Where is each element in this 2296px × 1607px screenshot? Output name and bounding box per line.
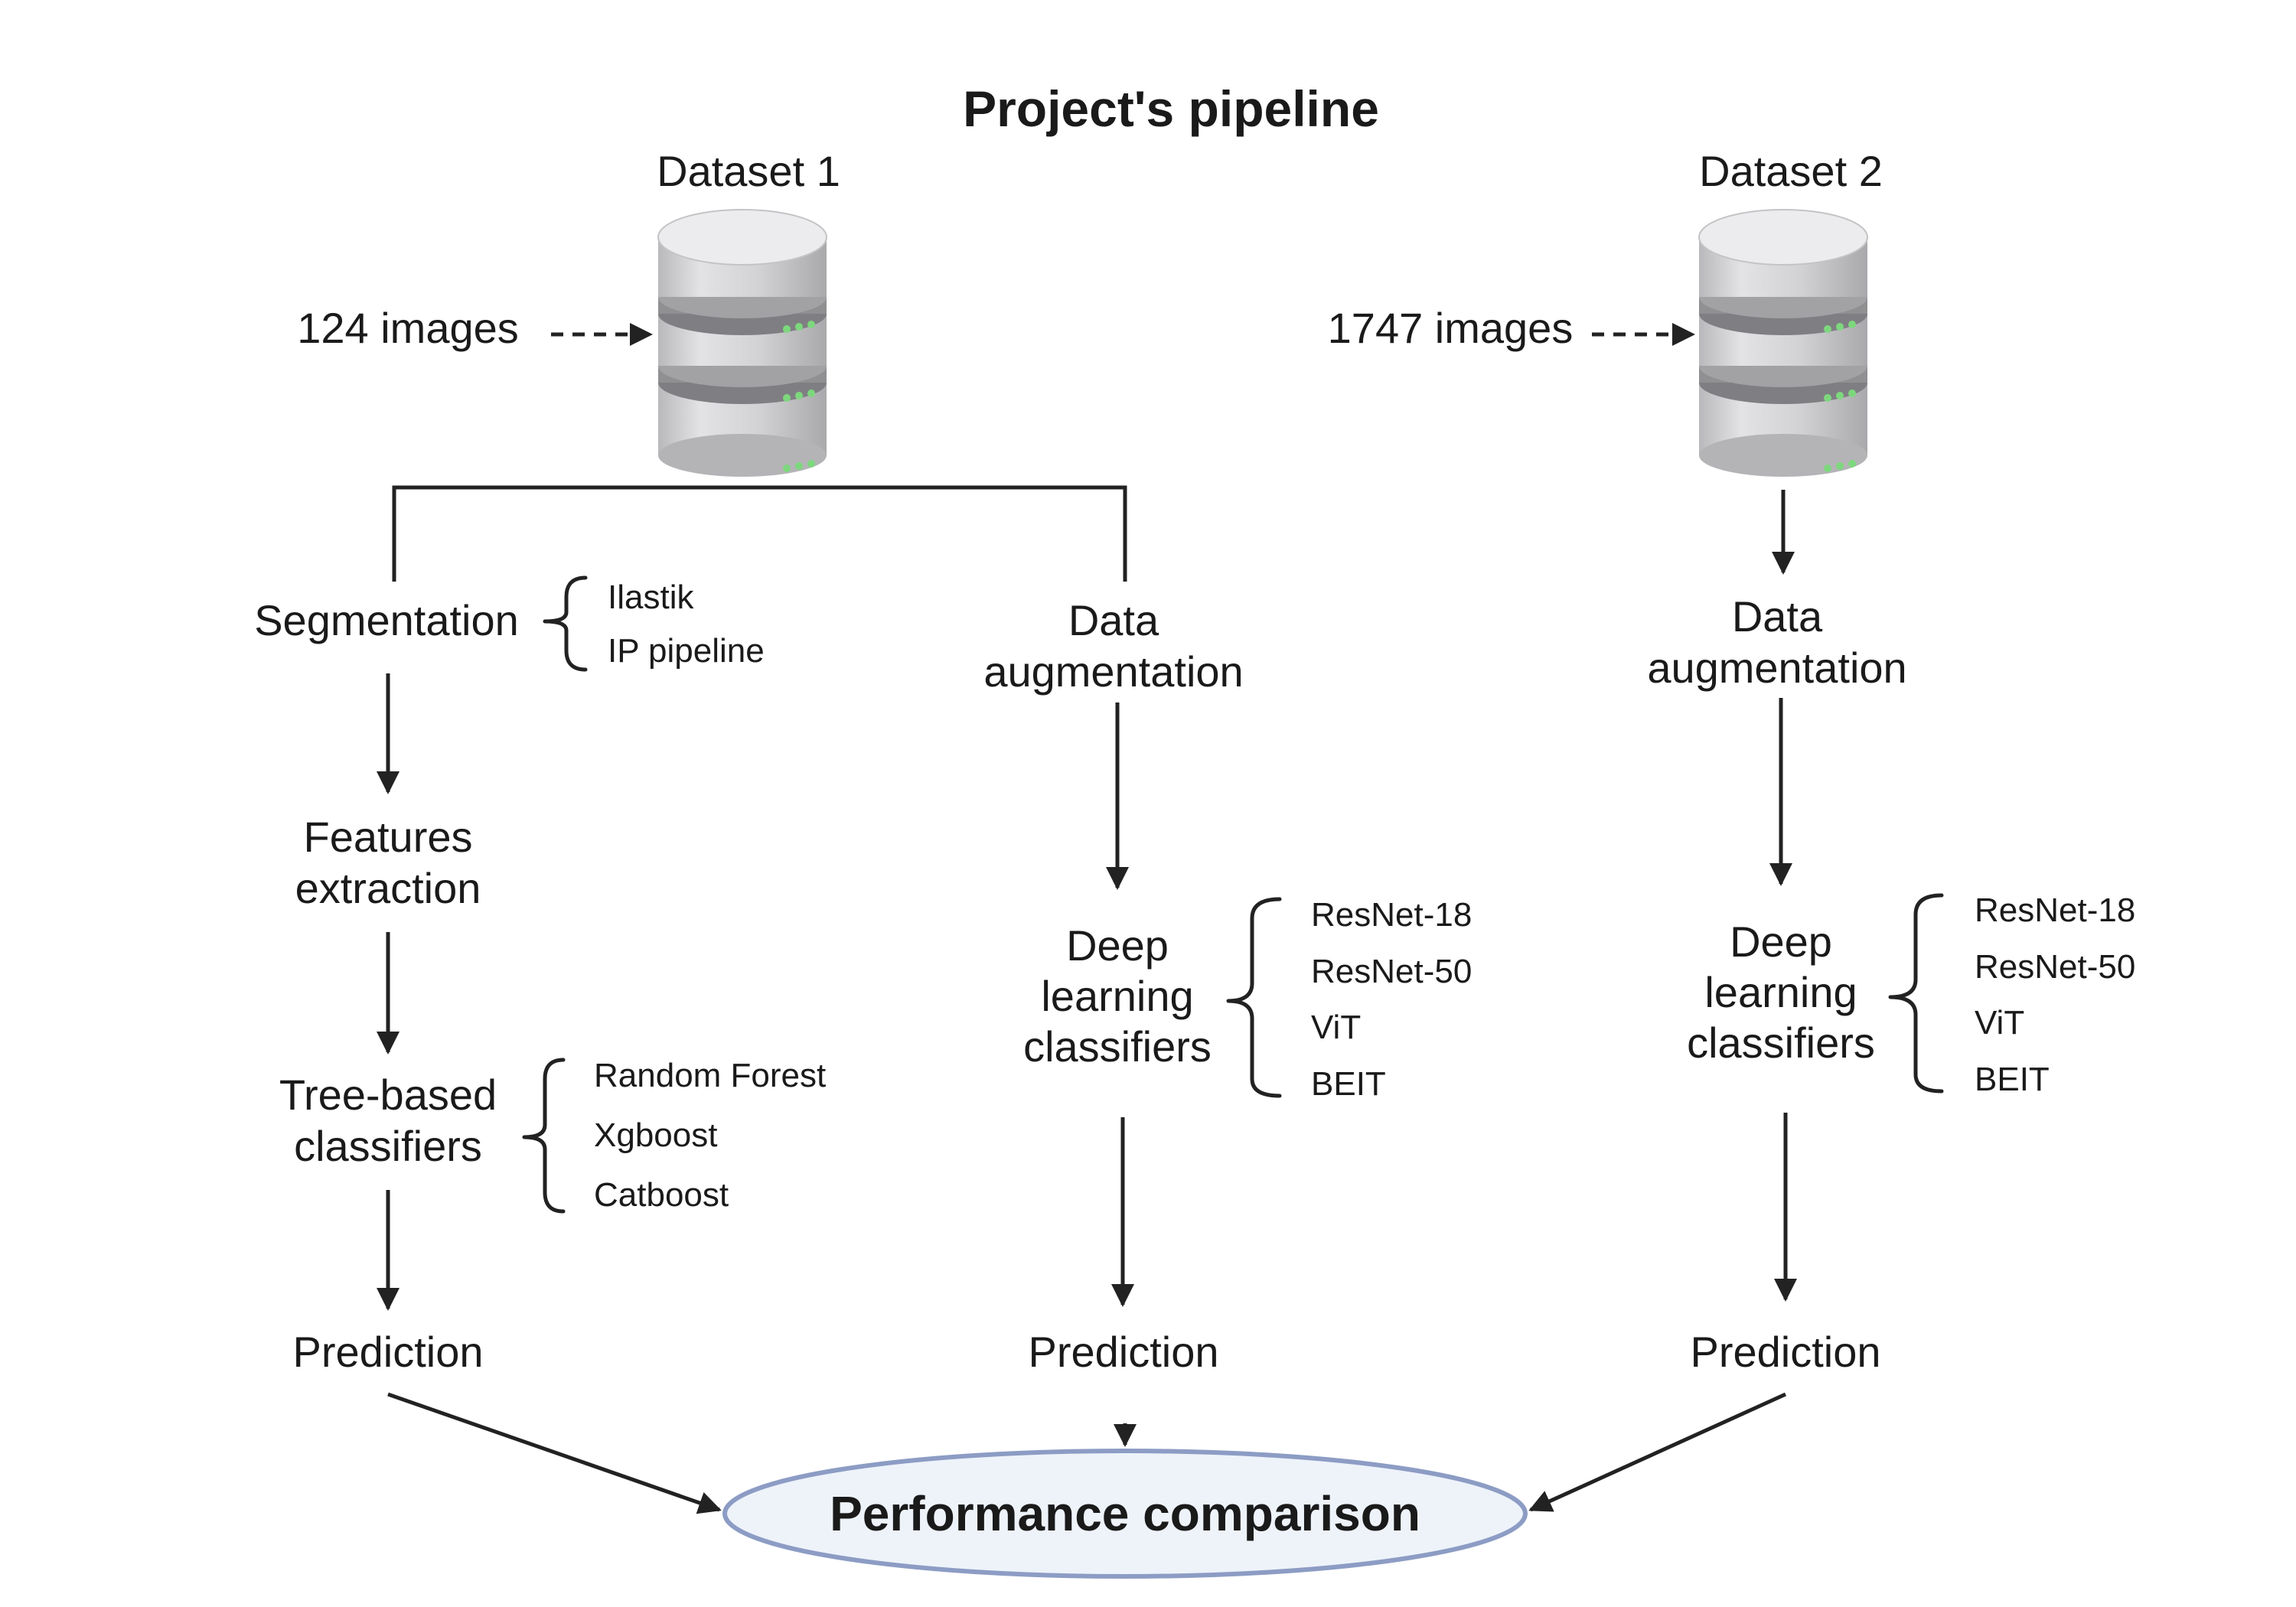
tree-model-item: Catboost (594, 1176, 729, 1214)
flow-arrow (387, 1392, 722, 1514)
segmentation-tool: IP pipeline (608, 632, 765, 670)
deep-learning-classifiers-label: Deep (1730, 918, 1832, 966)
features-extraction-label: Features (304, 813, 473, 861)
tree-based-classifiers-label: Tree-based (279, 1071, 497, 1119)
tree-based-classifiers-label: classifiers (294, 1122, 482, 1170)
database-icon (657, 209, 827, 478)
dataset1-split-connector (392, 485, 1127, 582)
deep-learning-classifiers-label: Deep (1066, 921, 1169, 970)
tree-model-item: Xgboost (594, 1116, 717, 1154)
prediction-label: Prediction (292, 1328, 483, 1376)
dataset2-count: 1747 images (1328, 304, 1574, 352)
deep-learning-classifiers-label: classifiers (1687, 1019, 1875, 1067)
dl-model-item: ResNet-50 (1311, 953, 1472, 990)
prediction-label: Prediction (1690, 1328, 1880, 1376)
tree-model-item: Random Forest (594, 1057, 826, 1094)
dl-model-item: BEIT (1975, 1061, 2050, 1098)
tree-models-brace (522, 1058, 566, 1214)
diagram-title: Project's pipeline (963, 80, 1379, 137)
dl-models-brace (1888, 893, 1944, 1094)
performance-comparison-node (722, 1449, 1528, 1579)
dataset2-label: Dataset 2 (1699, 147, 1883, 195)
dl-model-item: ViT (1311, 1009, 1361, 1046)
segmentation-label: Segmentation (254, 596, 519, 644)
database-icon (1698, 209, 1868, 478)
performance-comparison-label: Performance comparison (830, 1486, 1420, 1541)
data-augmentation-label: augmentation (983, 647, 1243, 696)
prediction-label: Prediction (1028, 1328, 1218, 1376)
dataset1-label: Dataset 1 (657, 147, 840, 195)
segmentation-tool: Ilastik (608, 579, 694, 616)
data-augmentation-label: augmentation (1647, 644, 1906, 692)
deep-learning-classifiers-label: learning (1041, 972, 1193, 1020)
dl-models-brace (1226, 897, 1282, 1098)
deep-learning-classifiers-label: classifiers (1023, 1022, 1212, 1071)
dl-model-item: BEIT (1311, 1065, 1386, 1103)
segmentation-brace (543, 575, 588, 672)
deep-learning-classifiers-label: learning (1704, 968, 1857, 1016)
features-extraction-label: extraction (295, 864, 481, 912)
dataset1-count: 124 images (297, 304, 519, 352)
dl-model-item: ResNet-18 (1311, 896, 1472, 934)
flow-arrow (1528, 1392, 1787, 1512)
dl-model-item: ResNet-18 (1975, 892, 2135, 929)
dl-model-item: ViT (1975, 1004, 2024, 1041)
dl-model-item: ResNet-50 (1975, 948, 2135, 986)
data-augmentation-label: Data (1732, 592, 1823, 641)
data-augmentation-label: Data (1068, 596, 1159, 644)
